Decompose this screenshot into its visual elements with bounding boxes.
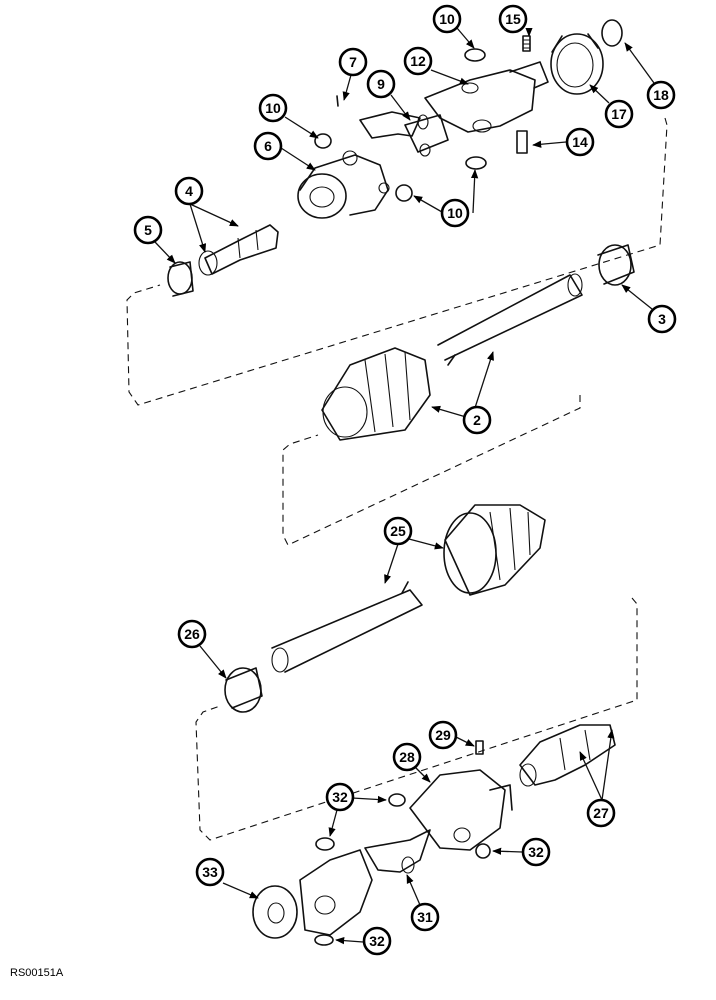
snap-rings-32 [314,793,491,946]
callout-25-label: 25 [390,523,406,539]
part-shield-bearing-5 [167,261,194,297]
callout-32-upper: 32 [325,782,355,812]
part-yoke-lower [299,849,373,936]
assembly-outline-upper [126,117,668,406]
drawing-code: RS00151A [10,967,64,979]
callout-17-label: 17 [611,106,627,122]
callout-4-label: 4 [185,183,193,199]
callout-2: 2 [462,405,492,435]
part-pin-14 [516,130,528,154]
callout-10-lower: 10 [440,198,470,228]
callout-10-top: 10 [432,4,462,34]
callout-31-label: 31 [417,909,433,925]
part-ring-18 [601,19,623,47]
part-shield-tube-27 [519,724,616,787]
callout-6: 6 [253,131,283,161]
callout-12: 12 [403,46,433,76]
part-yoke-12 [424,61,549,133]
assembly-outline-lower [195,597,638,841]
part-yoke-28 [409,769,513,851]
part-shield-tube-4 [198,224,279,276]
callout-9: 9 [366,69,396,99]
callout-10-label: 10 [439,11,455,27]
callout-32-label: 32 [332,789,348,805]
callout-5-label: 5 [144,222,152,238]
callout-29-label: 29 [435,727,451,743]
callout-10-upper-left: 10 [258,93,288,123]
callout-28: 28 [392,742,422,772]
callout-32-right: 32 [521,837,551,867]
callout-28-label: 28 [399,749,415,765]
part-pin-7 [336,95,339,107]
callout-26: 26 [177,619,207,649]
callout-15-label: 15 [505,11,521,27]
callout-7-label: 7 [349,54,357,70]
part-collar-17 [550,33,604,95]
callout-29: 29 [428,720,458,750]
callout-6-label: 6 [264,138,272,154]
callout-32-label: 32 [528,844,544,860]
part-guard-cone-2 [321,347,431,441]
part-pin-29 [475,740,484,755]
part-bearing-26 [224,667,263,713]
assembly-outline-middle [282,395,581,546]
callout-3: 3 [647,304,677,334]
callout-10-label: 10 [447,205,463,221]
part-guard-cone-25 [443,504,546,596]
callout-7: 7 [338,47,368,77]
callout-4: 4 [174,176,204,206]
snap-rings-10 [314,48,487,202]
callout-2-label: 2 [473,412,481,428]
callout-32-bottom: 32 [362,926,392,956]
callout-31: 31 [410,902,440,932]
callout-14: 14 [565,127,595,157]
callout-15: 15 [498,4,528,34]
callout-17: 17 [604,99,634,129]
callout-32-label: 32 [369,933,385,949]
part-cover-33 [252,885,298,939]
part-yoke-6 [297,150,390,219]
callout-25: 25 [383,516,413,546]
callout-18: 18 [646,80,676,110]
callout-18-label: 18 [653,87,669,103]
callout-27-label: 27 [593,805,609,821]
callout-5: 5 [133,215,163,245]
leader-lines [154,27,655,945]
callout-27: 27 [586,798,616,828]
callout-9-label: 9 [377,76,385,92]
part-spring-15 [522,35,531,52]
part-tube-2 [437,273,583,366]
part-bearing-3 [597,244,635,286]
callout-26-label: 26 [184,626,200,642]
callout-3-label: 3 [658,311,666,327]
part-cross-9 [359,111,449,157]
part-tube-25 [271,581,423,673]
callout-33-label: 33 [202,864,218,880]
part-cross-31 [364,829,431,874]
callout-33: 33 [195,857,225,887]
callout-12-label: 12 [410,53,426,69]
callout-10-label: 10 [265,100,281,116]
callout-14-label: 14 [572,134,588,150]
